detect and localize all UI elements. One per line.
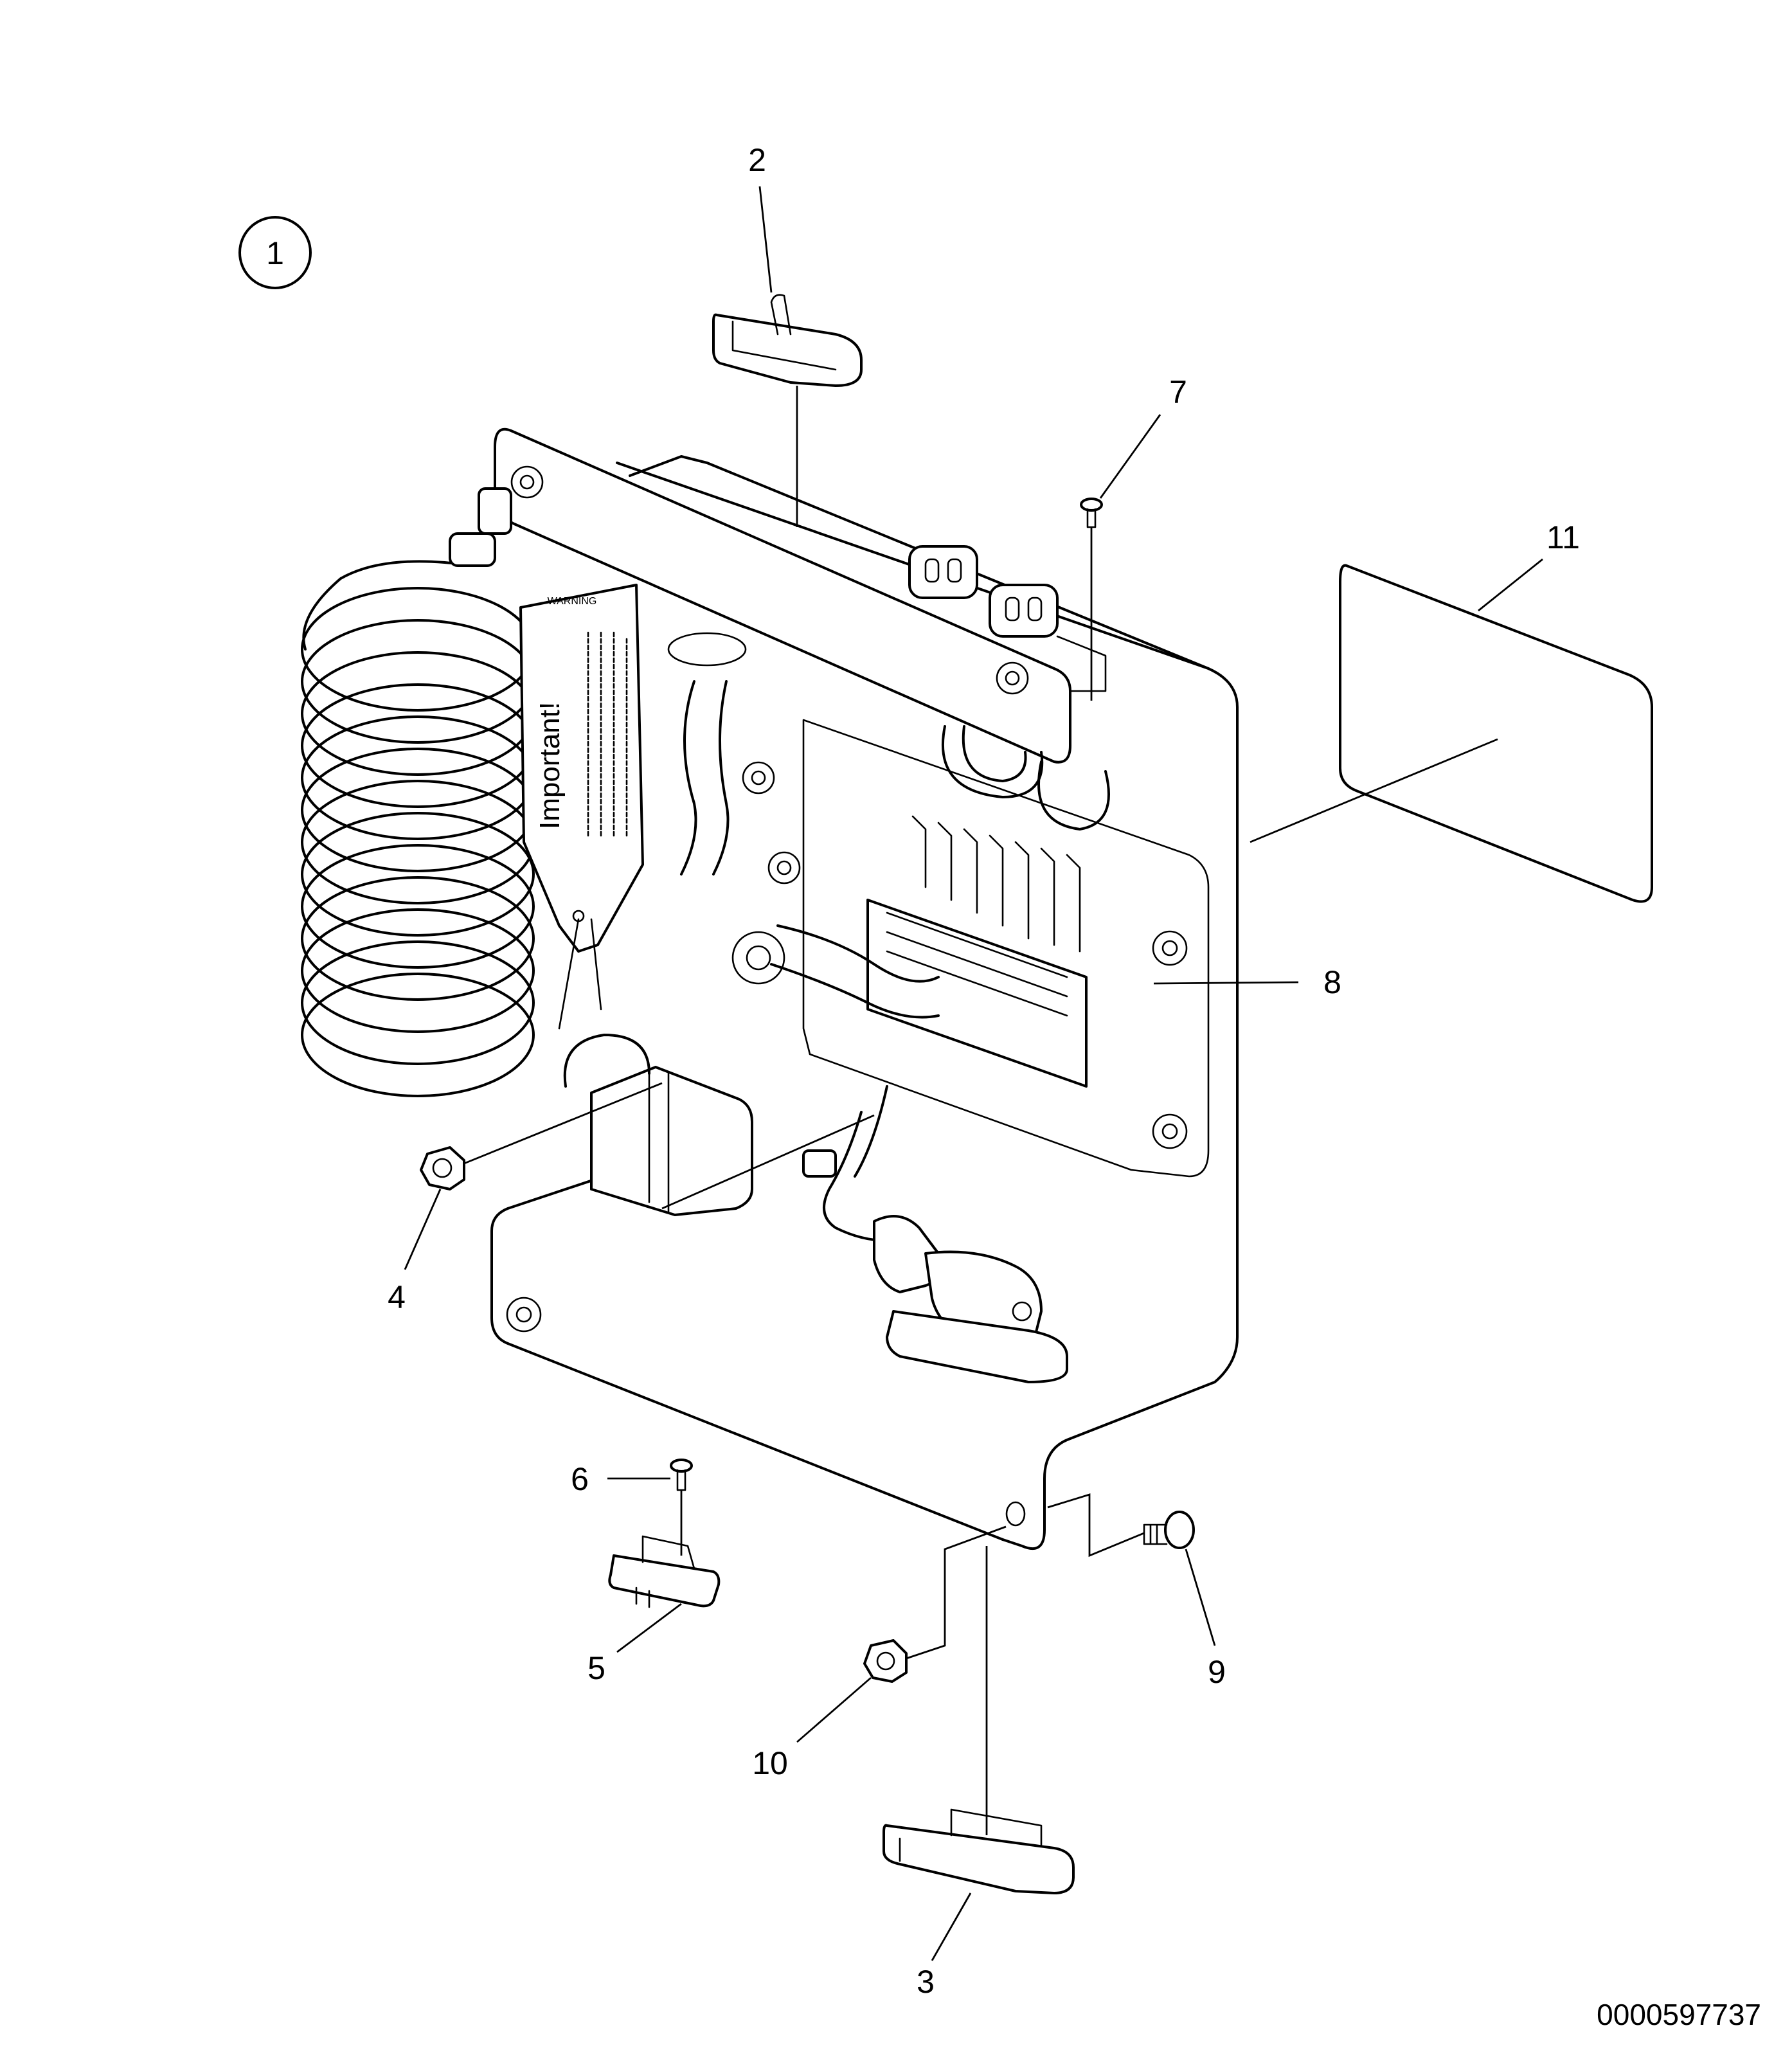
top-connectors xyxy=(908,545,1107,692)
inductor-block xyxy=(563,1034,753,1216)
coiled-cable xyxy=(301,487,535,1097)
figure-number-marker: 1 xyxy=(238,216,312,289)
part-9-bolt xyxy=(1143,1511,1195,1549)
callout-6: 6 xyxy=(571,1461,589,1497)
callout-7: 7 xyxy=(1169,374,1187,410)
part-2-bracket xyxy=(712,294,863,527)
warning-tag-header: WARNING xyxy=(548,596,597,607)
part-11-label-plate xyxy=(1339,564,1653,903)
document-id: 0000597737 xyxy=(1597,1998,1761,2031)
callout-10: 10 xyxy=(752,1745,788,1781)
callout-11: 11 xyxy=(1546,519,1580,555)
callout-4: 4 xyxy=(388,1279,406,1315)
figure-number: 1 xyxy=(266,235,284,271)
callout-3: 3 xyxy=(917,1964,935,2000)
part-7-screw xyxy=(1080,498,1103,701)
leader-lines xyxy=(404,186,1543,1961)
callout-8: 8 xyxy=(1323,964,1341,1000)
part-10-nut xyxy=(863,1639,908,1683)
warning-tag: WARNING Important! xyxy=(519,584,644,1030)
callout-2: 2 xyxy=(748,142,766,178)
callout-5: 5 xyxy=(587,1650,605,1686)
part-5-clip xyxy=(608,1535,721,1608)
internal-components xyxy=(506,632,1210,1333)
callout-labels: 2 3 4 5 6 7 8 9 10 11 xyxy=(388,142,1580,2000)
warning-tag-heading: Important! xyxy=(534,702,566,829)
callout-9: 9 xyxy=(1208,1654,1226,1690)
upper-mounting-bar xyxy=(494,427,1071,764)
part-4-nut xyxy=(420,1146,465,1190)
part-3-bracket xyxy=(883,1808,1075,1894)
output-cable xyxy=(802,1085,1068,1383)
part-6-screw xyxy=(670,1459,693,1556)
